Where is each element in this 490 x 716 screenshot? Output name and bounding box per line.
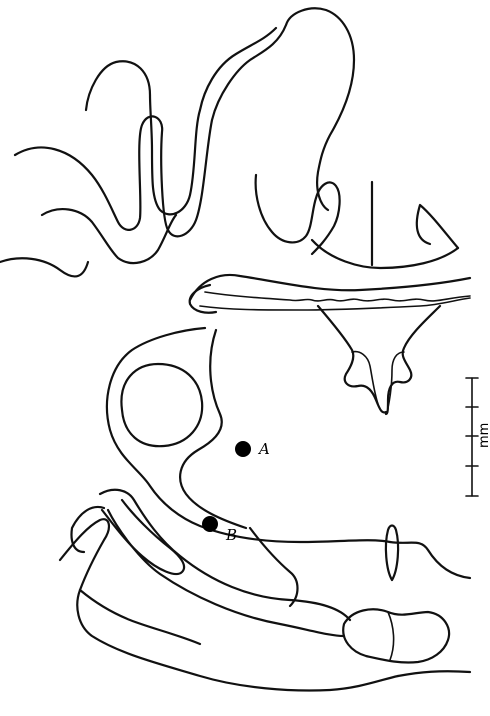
site-b-dot	[202, 516, 218, 532]
callosum-wavy	[205, 292, 470, 301]
site-a-label: A	[259, 442, 270, 457]
mammillary-inner	[388, 612, 394, 660]
ventricle-right	[388, 352, 404, 408]
cortex-outline	[15, 8, 354, 236]
lower-right-contour	[390, 542, 470, 578]
base-bottom	[398, 671, 470, 676]
cortex-medial	[256, 175, 340, 254]
thalamic-outline	[107, 328, 390, 542]
temporal-inner	[80, 590, 200, 644]
gyrus-inner-1	[86, 28, 276, 214]
mammillary-outline	[343, 609, 449, 662]
callosum-upper	[190, 275, 470, 300]
callosal-arc	[312, 240, 458, 268]
gyrus-left	[42, 209, 176, 263]
capsule-inner	[180, 330, 246, 528]
gyrus-left-low	[0, 258, 88, 276]
midline-slit	[386, 526, 398, 581]
site-a-dot	[235, 441, 251, 457]
site-b-label: B	[226, 528, 237, 543]
tract-upper	[100, 490, 350, 620]
callosum-left-curl	[190, 285, 216, 313]
temporal-lobe	[60, 519, 398, 690]
cortex-right	[417, 205, 458, 248]
scale-unit-label: mm	[478, 423, 490, 448]
nucleus-circle	[121, 364, 202, 446]
